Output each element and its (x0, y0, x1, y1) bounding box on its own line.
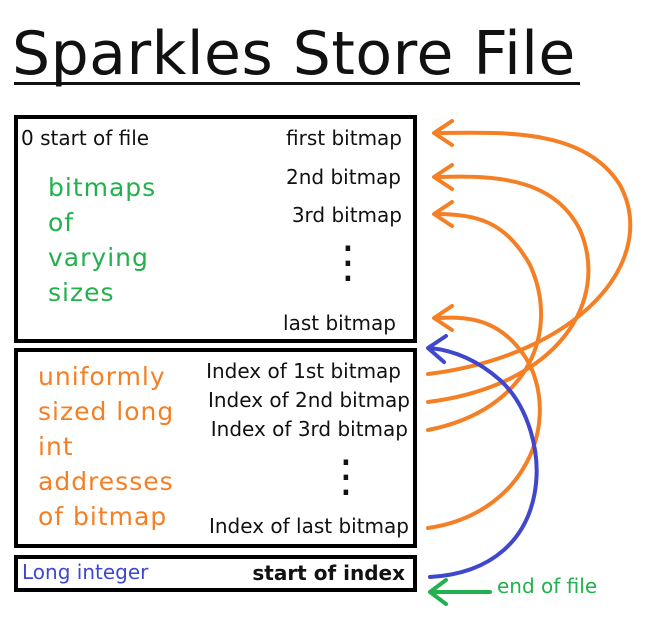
first-bitmap-label: first bitmap (286, 126, 402, 150)
arrow-index-last-to-last-bitmap (426, 315, 542, 530)
start-of-index-label: start of index (252, 561, 405, 585)
arrowhead-2nd-bitmap (432, 163, 454, 191)
arrow-index-3rd-to-3rd-bitmap (426, 212, 544, 432)
index-description-line-1: uniformly (38, 362, 166, 391)
arrowhead-end-of-file (428, 578, 448, 606)
third-bitmap-label: 3rd bitmap (291, 203, 402, 227)
bitmap-description-line-1: bitmaps (48, 173, 157, 202)
arrow-index-2nd-to-2nd-bitmap (426, 174, 591, 404)
index-last-bitmap-label: Index of last bitmap (208, 514, 409, 538)
long-integer-box (14, 555, 417, 592)
arrowhead-first-bitmap (432, 119, 454, 147)
index-description-line-5: of bitmap (38, 502, 168, 531)
index-description-line-2: sized long (38, 397, 175, 426)
start-of-file-label: 0 start of file (21, 126, 150, 150)
bitmap-description-line-4: sizes (48, 278, 115, 307)
second-bitmap-label: 2nd bitmap (286, 165, 401, 189)
arrowhead-3rd-bitmap (432, 200, 454, 228)
bitmap-region-box (14, 115, 417, 343)
index-3rd-bitmap-label: Index of 3rd bitmap (210, 417, 408, 441)
arrowhead-last-bitmap (432, 304, 454, 332)
index-region-box (14, 348, 417, 548)
bitmap-description-line-3: varying (48, 243, 149, 272)
bitmap-ellipsis: ⋮ (326, 237, 370, 288)
index-description-line-4: addresses (38, 467, 174, 496)
last-bitmap-label: last bitmap (283, 311, 396, 335)
index-1st-bitmap-label: Index of 1st bitmap (206, 359, 401, 383)
index-description-line-3: int (38, 432, 74, 461)
end-of-file-label: end of file (497, 574, 598, 598)
arrow-index-1st-to-first-bitmap (426, 130, 633, 376)
index-2nd-bitmap-label: Index of 2nd bitmap (207, 388, 410, 412)
long-integer-label: Long integer (22, 560, 149, 584)
bitmap-description-line-2: of (48, 208, 75, 237)
diagram-title: Sparkles Store File (12, 19, 576, 89)
arrowhead-start-of-index (426, 334, 448, 364)
arrow-start-of-index (428, 346, 539, 579)
index-ellipsis: ⋮ (324, 451, 368, 502)
title-underline (14, 82, 580, 85)
